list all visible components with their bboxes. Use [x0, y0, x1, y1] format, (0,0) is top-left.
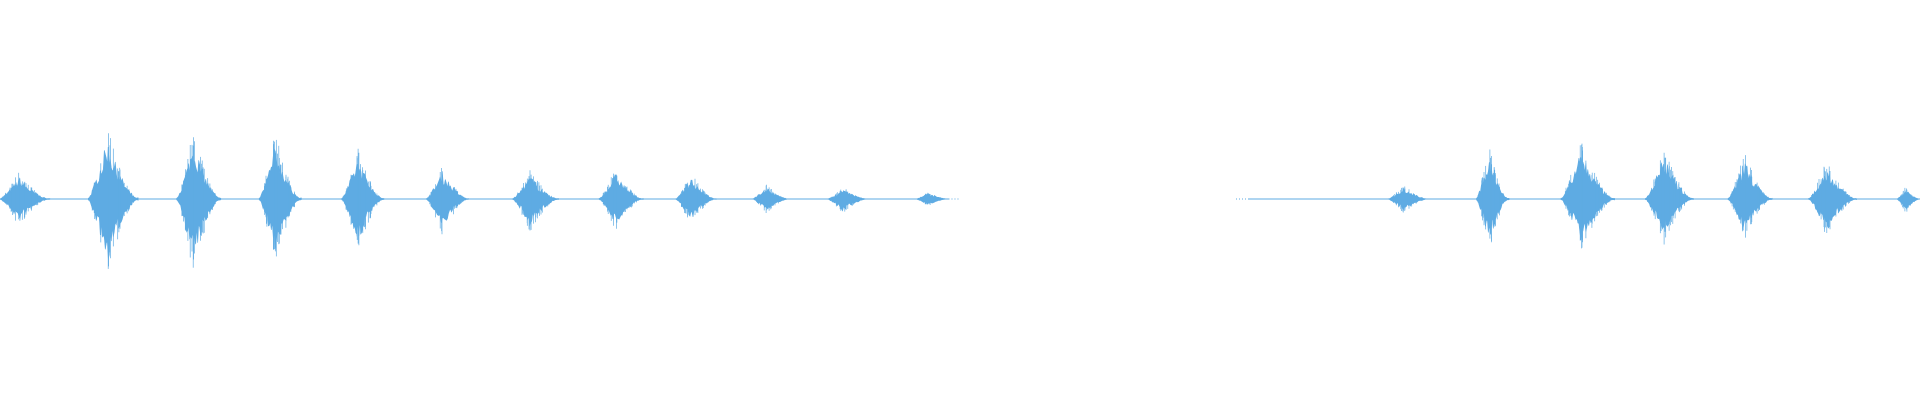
- waveform-burst-17: [1727, 163, 1773, 229]
- waveform-burst-14: [1476, 162, 1510, 235]
- waveform-burst-15: [1560, 157, 1615, 241]
- waveform-burst-06: [425, 171, 469, 223]
- waveform-burst-09: [675, 179, 717, 217]
- waveform-burst-04: [258, 148, 302, 252]
